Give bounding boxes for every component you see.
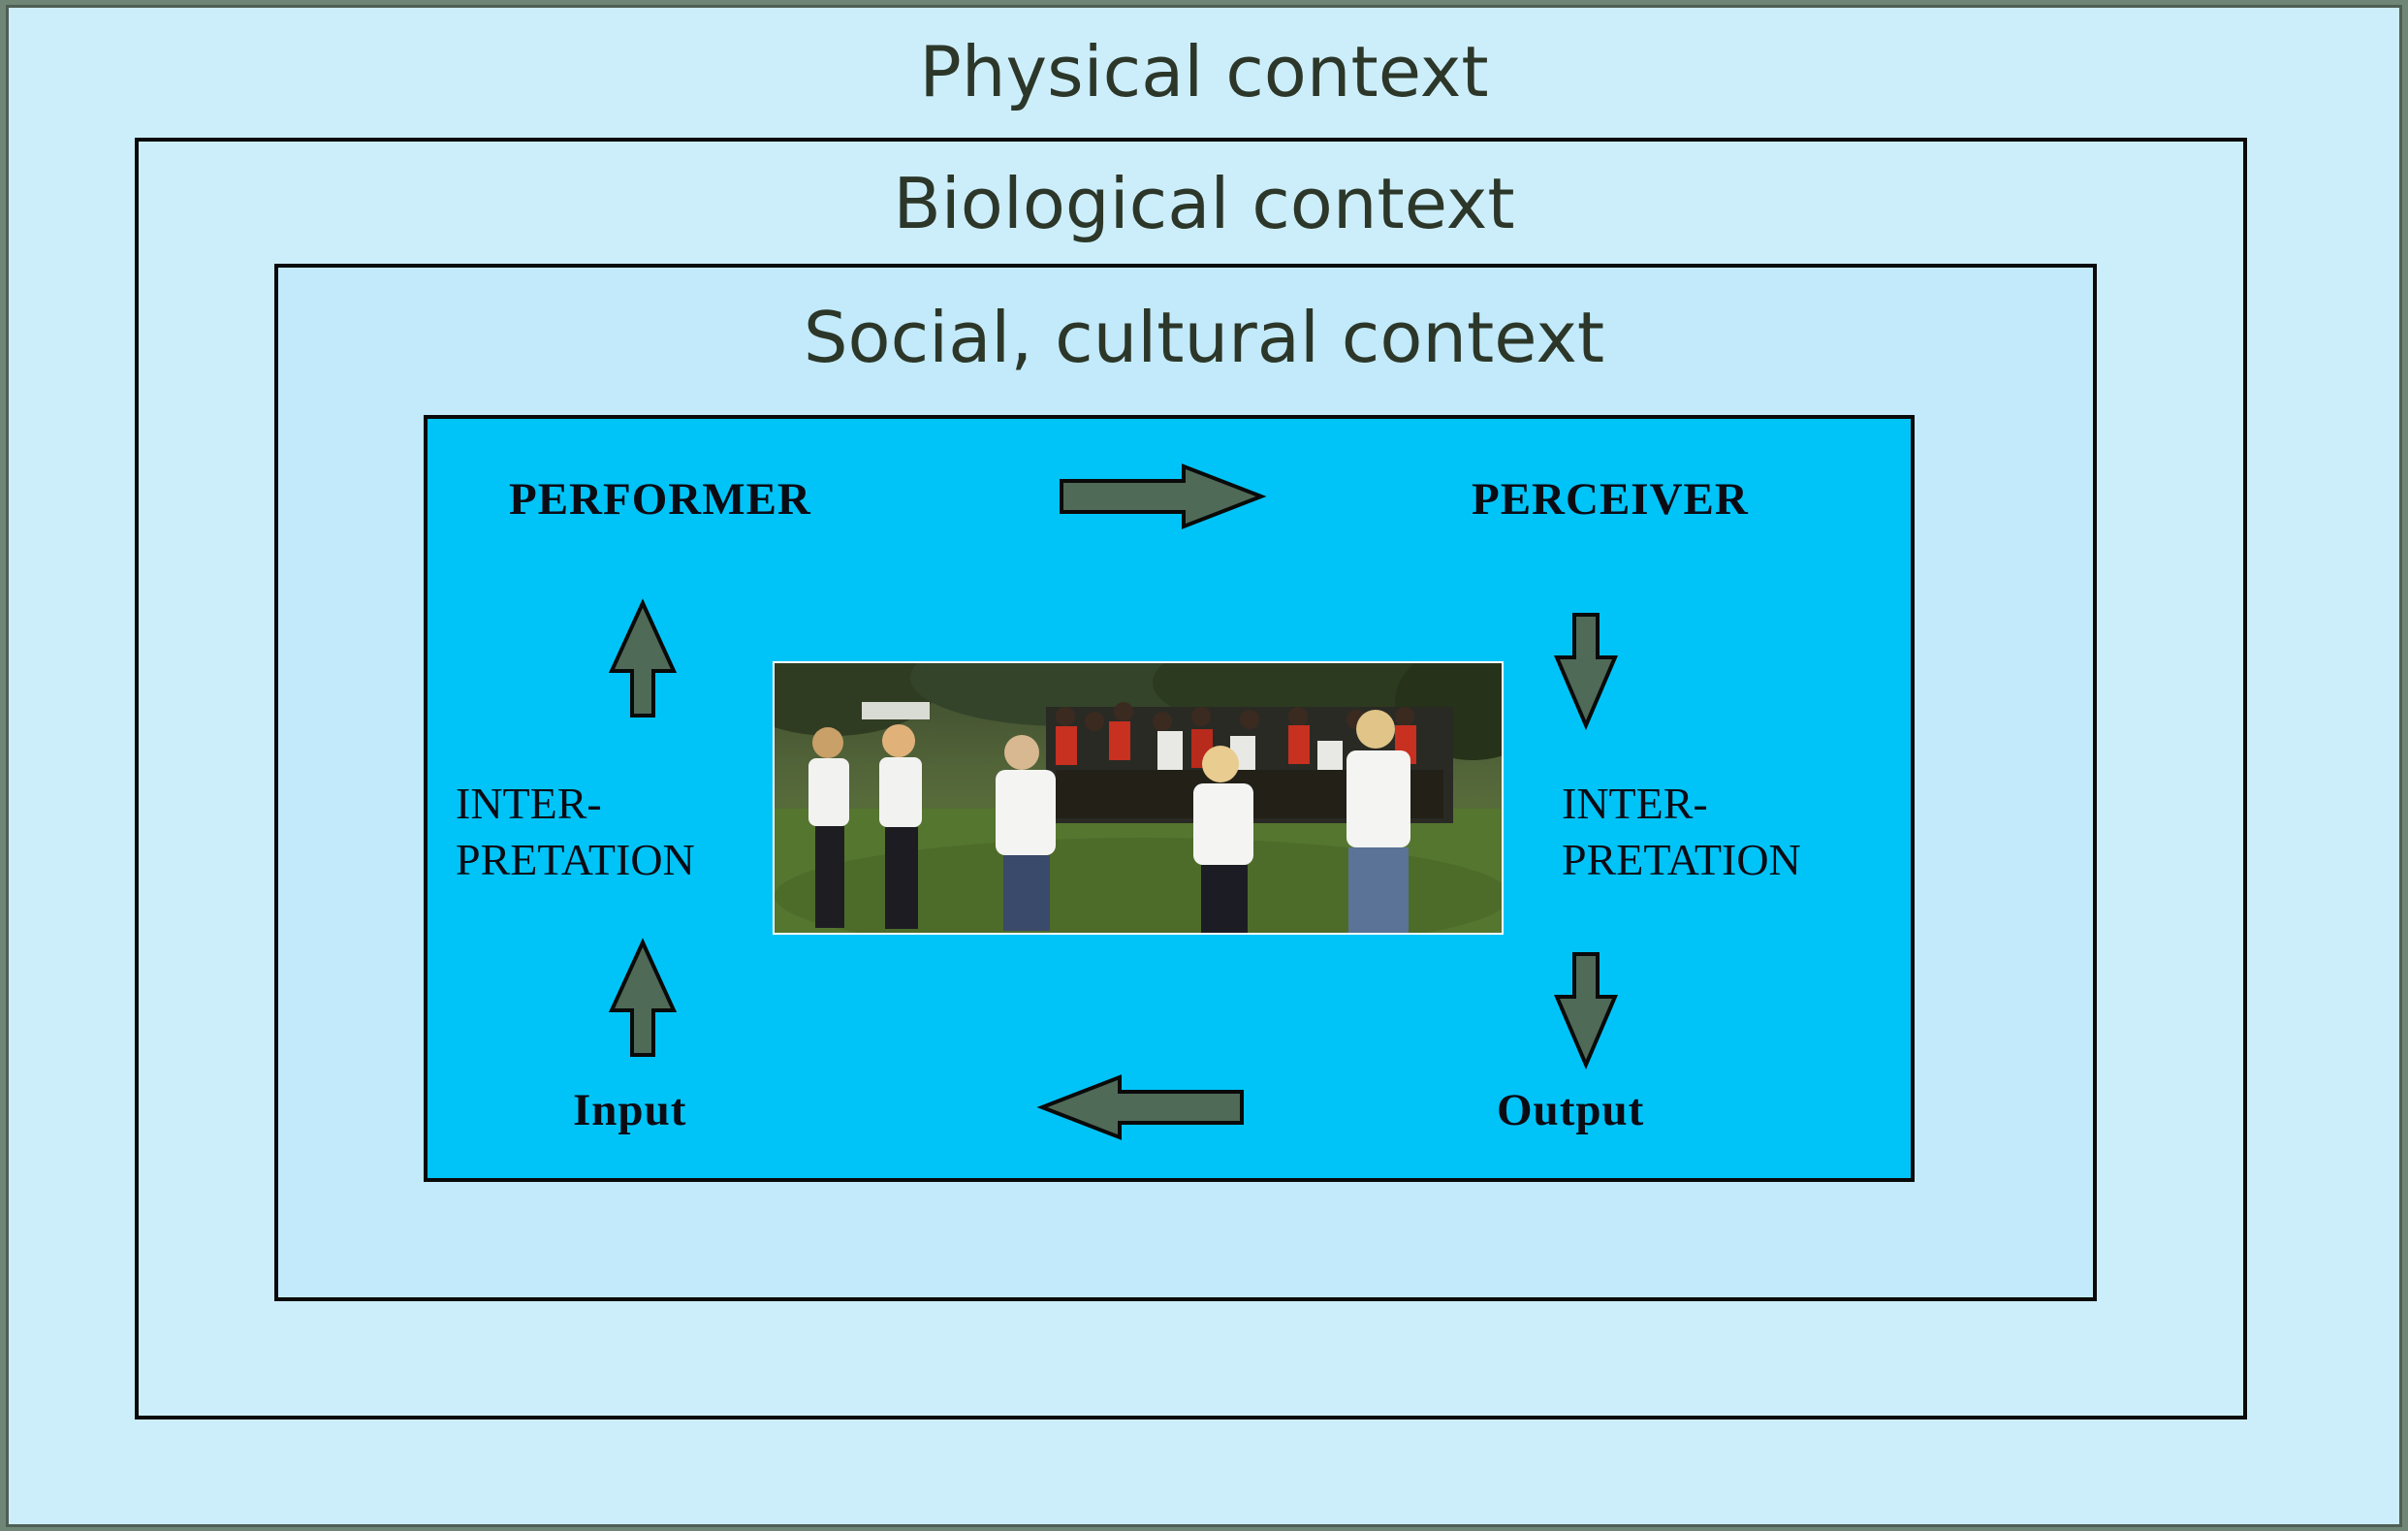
arrow-down-icon (1553, 952, 1619, 1070)
interpretation-right: INTER- PRETATION (1562, 776, 1801, 888)
arrow-left-icon (1036, 1074, 1244, 1140)
input-label: Input (573, 1085, 687, 1135)
arrow-right-icon (1060, 463, 1267, 529)
interpretation-left-line1: INTER- (456, 779, 602, 828)
interpretation-right-line2: PRETATION (1562, 835, 1801, 884)
violinists-photo (773, 661, 1504, 935)
violinists-photo-image (775, 663, 1502, 933)
social-context-title: Social, cultural context (803, 297, 1605, 378)
interpretation-left: INTER- PRETATION (456, 776, 695, 888)
perceiver-label: PERCEIVER (1472, 474, 1749, 525)
arrow-up-icon (608, 598, 678, 718)
physical-context-title: Physical context (919, 31, 1489, 112)
biological-context-title: Biological context (893, 163, 1515, 244)
arrow-down-icon (1553, 613, 1619, 731)
interpretation-left-line2: PRETATION (456, 835, 695, 884)
output-label: Output (1497, 1085, 1645, 1135)
interpretation-right-line1: INTER- (1562, 779, 1708, 828)
arrow-up-icon (608, 938, 678, 1057)
performer-label: PERFORMER (509, 474, 811, 525)
